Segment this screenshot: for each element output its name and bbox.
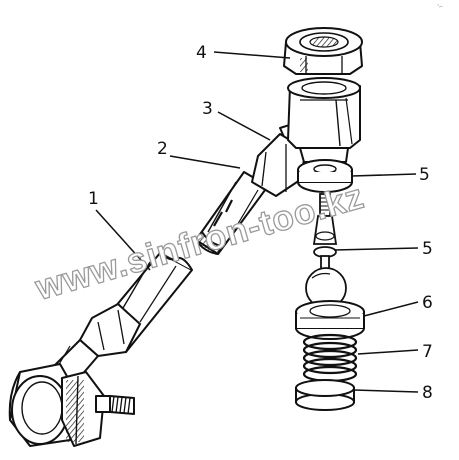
leader-lines [95, 51, 419, 393]
callout-3: 3 [202, 99, 213, 119]
housing-body [287, 77, 361, 163]
leader-3 [217, 111, 271, 141]
callout-2: 2 [157, 139, 168, 159]
callout-5-lower: 6 [422, 293, 433, 313]
part-1-lower-tube [8, 252, 193, 447]
callout-4: 4 [196, 43, 207, 63]
part-2-upper-tube [195, 171, 269, 255]
leader-5-lower [363, 301, 419, 317]
leader-2 [169, 155, 241, 169]
callouts: 1 2 3 4 5 5 6 7 8 [88, 43, 433, 403]
part-5-lower-washer [295, 300, 365, 340]
part-8-spring-cup [295, 379, 355, 411]
leader-4 [213, 51, 291, 59]
leader-6 [333, 247, 419, 251]
part-7-spring [302, 333, 358, 383]
leader-7 [357, 349, 419, 355]
leader-5-upper [351, 173, 417, 177]
callout-7: 7 [422, 342, 433, 362]
callout-5-upper: 5 [419, 165, 430, 185]
part-6-valve-stem [305, 193, 347, 309]
corner-mark: ᐟ⌐ [437, 4, 443, 10]
leader-1 [95, 209, 151, 271]
leader-8 [353, 389, 419, 393]
part-5-upper-washer [297, 159, 353, 193]
callout-6: 5 [422, 239, 433, 259]
part-4-top-nut [283, 27, 363, 75]
callout-1: 1 [88, 189, 99, 209]
callout-8: 8 [422, 383, 433, 403]
